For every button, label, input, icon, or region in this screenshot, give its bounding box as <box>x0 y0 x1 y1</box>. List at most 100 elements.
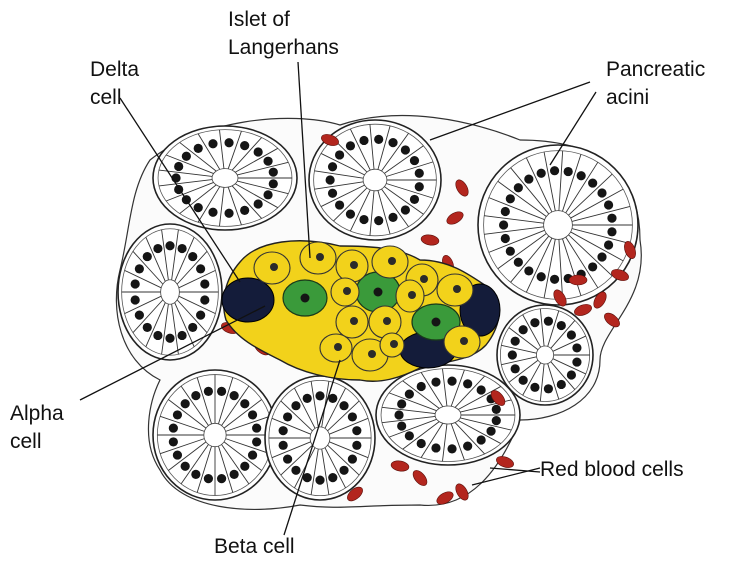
acinar-nucleus <box>131 279 140 288</box>
acinar-nucleus <box>506 194 515 203</box>
acini-leader-1 <box>430 82 590 140</box>
acinar-nucleus <box>524 174 533 183</box>
acinar-nucleus <box>359 215 368 224</box>
alpha-cell-nucleus <box>388 257 396 265</box>
acinar-nucleus <box>352 426 361 435</box>
pancreatic-acini-label-line2: acini <box>606 86 649 109</box>
acinar-nucleus <box>230 470 239 479</box>
acinar-nucleus <box>506 247 515 256</box>
acinar-nucleus <box>143 323 152 332</box>
acinar-nucleus <box>200 295 209 304</box>
acinus-lumen <box>544 211 573 240</box>
acinar-nucleus <box>486 427 495 436</box>
acinar-nucleus <box>514 183 523 192</box>
acinar-nucleus <box>572 343 581 352</box>
acinar-nucleus <box>410 195 419 204</box>
acinar-nucleus <box>328 394 337 403</box>
acinar-nucleus <box>544 384 553 393</box>
acinar-nucleus <box>397 399 406 408</box>
acinar-nucleus <box>173 450 182 459</box>
acinar-nucleus <box>511 364 520 373</box>
acinus-lumen <box>212 169 238 188</box>
islet-label-line1: Islet of <box>228 8 290 31</box>
acinar-nucleus <box>240 206 249 215</box>
acinar-nucleus <box>388 138 397 147</box>
acinus <box>478 145 638 305</box>
islet-label-line2: Langerhans <box>228 36 339 59</box>
acinar-nucleus <box>263 190 272 199</box>
acinar-nucleus <box>604 240 613 249</box>
acinar-nucleus <box>352 441 361 450</box>
acinar-nucleus <box>269 179 278 188</box>
acinar-nucleus <box>447 377 456 386</box>
acinar-nucleus <box>519 325 528 334</box>
acinar-nucleus <box>131 295 140 304</box>
acinar-nucleus <box>315 391 324 400</box>
acinar-nucleus <box>477 435 486 444</box>
acinar-nucleus <box>240 141 249 150</box>
delta-cell-label-line1: Delta <box>90 58 139 81</box>
alpha-cell-nucleus <box>270 263 278 271</box>
acinar-nucleus <box>240 462 249 471</box>
alpha-cell-nucleus <box>453 285 461 293</box>
acinar-nucleus <box>177 331 186 340</box>
acinar-nucleus <box>263 157 272 166</box>
acinar-nucleus <box>194 203 203 212</box>
acinar-nucleus <box>208 139 217 148</box>
acinar-nucleus <box>328 162 337 171</box>
acinar-nucleus <box>524 266 533 275</box>
acinar-nucleus <box>417 439 426 448</box>
acinar-nucleus <box>279 426 288 435</box>
red-blood-cell <box>569 275 587 285</box>
alpha-cell-label-line2: cell <box>10 430 42 453</box>
acinar-nucleus <box>181 462 190 471</box>
acinar-nucleus <box>174 162 183 171</box>
acinar-nucleus <box>181 399 190 408</box>
acinar-nucleus <box>315 476 324 485</box>
acinar-nucleus <box>401 145 410 154</box>
beta-cell-label: Beta cell <box>214 535 295 558</box>
beta-cell-nucleus <box>301 294 310 303</box>
acinar-nucleus <box>196 311 205 320</box>
acinar-nucleus <box>492 405 501 414</box>
acinar-nucleus <box>248 450 257 459</box>
acinar-nucleus <box>165 334 174 343</box>
acinar-nucleus <box>153 331 162 340</box>
acinar-nucleus <box>153 244 162 253</box>
acinar-nucleus <box>200 279 209 288</box>
delta-cell-label-line2: cell <box>90 86 122 109</box>
acinus-lumen <box>536 346 553 364</box>
acinar-nucleus <box>217 387 226 396</box>
acinar-nucleus <box>511 337 520 346</box>
acinus-lumen <box>435 406 461 424</box>
acinar-nucleus <box>188 252 197 261</box>
acinar-nucleus <box>303 394 312 403</box>
acinar-nucleus <box>169 423 178 432</box>
acinar-nucleus <box>135 264 144 273</box>
acinar-nucleus <box>550 166 559 175</box>
acinar-nucleus <box>339 466 348 475</box>
alpha-cell-nucleus <box>420 275 428 283</box>
acinar-nucleus <box>252 437 261 446</box>
acinar-nucleus <box>346 210 355 219</box>
acinar-nucleus <box>388 213 397 222</box>
acinar-nucleus <box>283 412 292 421</box>
acinar-nucleus <box>405 390 414 399</box>
acinar-nucleus <box>248 410 257 419</box>
acinar-nucleus <box>254 147 263 156</box>
alpha-cell-nucleus <box>460 337 468 345</box>
acinar-nucleus <box>230 391 239 400</box>
acinar-nucleus <box>564 167 573 176</box>
acinar-nucleus <box>463 379 472 388</box>
acinus-lumen <box>363 169 387 191</box>
acinar-nucleus <box>191 470 200 479</box>
acinar-nucleus <box>501 207 510 216</box>
acinar-nucleus <box>415 182 424 191</box>
acinar-nucleus <box>537 169 546 178</box>
acinar-nucleus <box>194 144 203 153</box>
acinar-nucleus <box>348 454 357 463</box>
acinar-nucleus <box>291 401 300 410</box>
alpha-cell-nucleus <box>343 287 351 295</box>
acinar-nucleus <box>348 412 357 421</box>
